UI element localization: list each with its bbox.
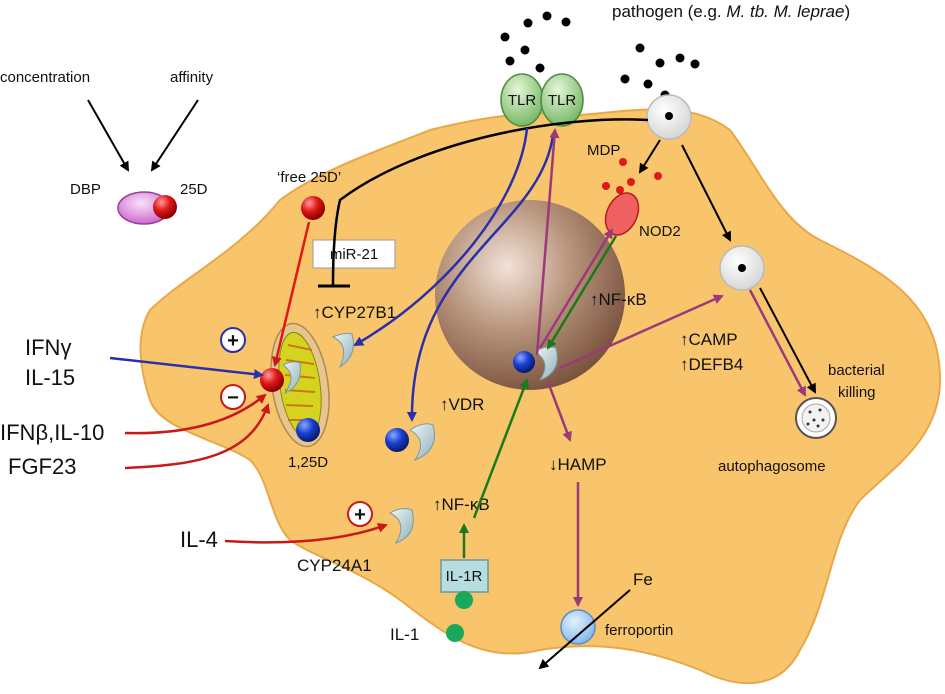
- d25-molecule: [153, 195, 177, 219]
- cyp24a1-receptor-icon: [388, 508, 414, 544]
- killing-label: killing: [838, 384, 876, 401]
- arrow-il4: [224, 523, 388, 544]
- tlr-label-1: TLR: [508, 92, 537, 109]
- pathogen-label: pathogen (e.g. M. tb. M. leprae): [612, 2, 850, 21]
- hamp-label: ↓HAMP: [549, 455, 607, 474]
- arrow-fgf23: [124, 403, 270, 470]
- vdr-receptor-icon: [409, 423, 435, 462]
- plus-label-1: +: [227, 330, 239, 352]
- autophagosome-inner: [801, 403, 831, 433]
- mir21-label: miR-21: [330, 246, 378, 263]
- ifnb-il10-label: IFNβ,IL-10: [0, 420, 104, 445]
- minus-label: −: [227, 387, 239, 409]
- plus-sign-ifng: [220, 327, 246, 353]
- arrow-phagosome-to-mdp: [638, 139, 661, 174]
- tlr-receptor-2: [540, 73, 584, 127]
- il4-label: IL-4: [180, 527, 218, 552]
- mito-125d-molecule: [296, 418, 320, 442]
- camp-label: ↑CAMP: [680, 330, 738, 349]
- arrow-mir21-inhibition: [331, 118, 649, 286]
- autophagosome-label: autophagosome: [718, 458, 826, 475]
- vdr-ligand: [385, 428, 409, 452]
- ifng-label: IFNγ: [25, 335, 71, 360]
- mdp-particles: [602, 158, 662, 194]
- arrow-ifng: [109, 356, 264, 380]
- cyp27b1-receptor-icon: [331, 332, 354, 369]
- il1-free: [446, 624, 464, 642]
- mito-25d-molecule: [260, 368, 284, 392]
- arrow-vesicle-to-autophagosome-purple: [748, 289, 807, 397]
- concentration-label: concentration: [0, 69, 90, 86]
- affinity-label: affinity: [170, 69, 214, 86]
- arrow-free25d-to-mito: [271, 221, 311, 367]
- arrow-tlr-to-cyp27b1: [353, 127, 529, 347]
- arrow-affinity: [150, 99, 199, 172]
- vdr-label: ↑VDR: [440, 395, 484, 414]
- mdp-label: MDP: [587, 142, 620, 159]
- minus-sign-ifnb: [220, 384, 246, 410]
- il15-label: IL-15: [25, 365, 75, 390]
- mito-receptor-icon: [282, 361, 301, 395]
- d125-label: 1,25D: [288, 454, 328, 471]
- defb4-label: ↑DEFB4: [680, 355, 743, 374]
- arrow-vdr-to-tlr: [535, 128, 560, 356]
- arrow-ifnb: [124, 393, 267, 435]
- arrow-vdr-to-hamp: [546, 381, 572, 442]
- free-25d-label: ‘free 25D’: [277, 169, 341, 186]
- cyp27b1-label: ↑CYP27B1: [313, 303, 396, 322]
- tlr-label-2: TLR: [548, 92, 577, 109]
- arrow-tlr-to-vdr: [406, 134, 555, 422]
- d25-label: 25D: [180, 181, 208, 198]
- phagosome-pathogen: [665, 112, 673, 120]
- nuclear-vdr-receptor-icon: [534, 346, 558, 381]
- mir21-box: [312, 239, 396, 269]
- arrow-il1-to-vdr: [472, 378, 529, 519]
- arrow-phagosome-to-vesicle: [681, 144, 731, 242]
- arrow-vdr-to-vesicle: [559, 294, 724, 370]
- arrow-fe-export: [538, 589, 631, 670]
- il1-label: IL-1: [390, 625, 419, 644]
- cyp24a1-label: CYP24A1: [297, 556, 372, 575]
- plus-label-2: +: [354, 504, 366, 526]
- il1-bound: [455, 591, 473, 609]
- nod2-label: NOD2: [639, 223, 681, 240]
- bacterial-label: bacterial: [828, 362, 885, 379]
- arrow-concentration: [87, 99, 129, 172]
- fe-label: Fe: [633, 570, 653, 589]
- ferroportin-channel: [560, 609, 596, 645]
- vesicle-pathogen: [738, 264, 746, 272]
- fgf23-label: FGF23: [8, 454, 76, 479]
- dbp-label: DBP: [70, 181, 101, 198]
- arrow-nod2-to-vdr: [546, 235, 618, 350]
- mitochondrion-icon: [270, 322, 330, 448]
- free-25d-molecule: [301, 196, 325, 220]
- arrow-vdr-to-nod2: [538, 228, 614, 349]
- nfkb-nucleus-label: ↑NF-κB: [590, 290, 647, 309]
- il1r-label: IL-1R: [446, 568, 483, 585]
- macrophage-cell: [139, 108, 942, 685]
- arrow-vesicle-to-autophagosome: [759, 287, 816, 394]
- nuclear-vdr-ligand: [513, 351, 535, 373]
- autophagosome-debris: [806, 408, 825, 428]
- ferroportin-label: ferroportin: [605, 622, 673, 639]
- plus-sign-cyp24a1: [347, 501, 373, 527]
- il1r-box: [440, 559, 489, 593]
